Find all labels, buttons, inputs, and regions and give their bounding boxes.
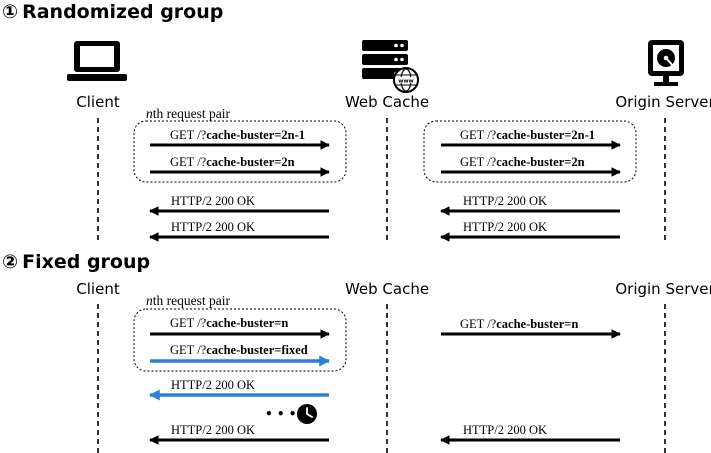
actor-web-cache: Web Cache	[345, 280, 429, 298]
request-pair-label: nth request pair	[146, 106, 230, 121]
request-pair-box	[133, 308, 347, 372]
actor-client: Client	[76, 280, 120, 298]
actor-web-cache: Web Cache	[345, 93, 429, 111]
response-label: HTTP/2 200 OK	[463, 194, 547, 208]
request-label: GET /?cache-buster=fixed	[170, 343, 308, 357]
response-label: HTTP/2 200 OK	[171, 220, 255, 234]
request-label: GET /?cache-buster=2n	[170, 155, 295, 169]
response-label: HTTP/2 200 OK	[463, 423, 547, 437]
request-label: GET /?cache-buster=n	[460, 317, 578, 331]
request-label: GET /?cache-buster=2n-1	[170, 128, 305, 142]
response-label: HTTP/2 200 OK	[463, 220, 547, 234]
request-pair-label: nth request pair	[146, 293, 230, 308]
request-label: GET /?cache-buster=n	[170, 316, 288, 330]
clock-icon	[297, 404, 317, 424]
actor-client: Client	[76, 93, 120, 111]
response-label: HTTP/2 200 OK	[171, 423, 255, 437]
request-label: GET /?cache-buster=2n-1	[460, 128, 595, 142]
actor-origin-server: Origin Server	[615, 280, 711, 298]
server-stack-icon	[362, 40, 408, 79]
origin-server-icon	[648, 40, 684, 86]
wait-dots: • • •	[265, 407, 296, 421]
request-label: GET /?cache-buster=2n	[460, 155, 585, 169]
actor-origin-server: Origin Server	[615, 93, 711, 111]
response-label: HTTP/2 200 OK	[171, 378, 255, 392]
laptop-icon	[67, 41, 127, 81]
svg-text:www: www	[398, 79, 413, 85]
globe-www-icon: www	[393, 67, 419, 93]
request-pair-box	[423, 120, 637, 183]
response-label: HTTP/2 200 OK	[171, 194, 255, 208]
request-pair-box	[133, 120, 347, 183]
